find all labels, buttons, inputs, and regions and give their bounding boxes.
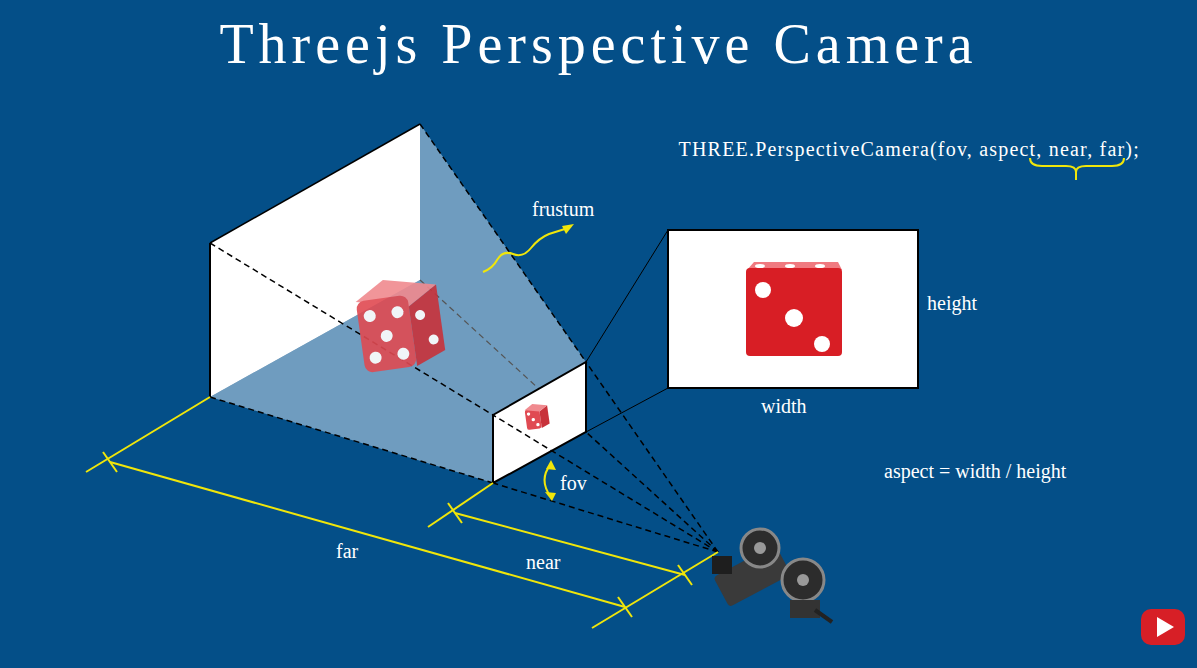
far-edge <box>210 124 420 243</box>
frustum-edge <box>210 243 493 415</box>
frustum-label: frustum <box>532 198 594 221</box>
dice-far <box>353 273 447 374</box>
dice-near <box>524 402 550 430</box>
near-plane <box>493 362 586 483</box>
dice-preview <box>746 262 842 356</box>
movie-camera <box>712 529 832 622</box>
video-logo <box>1141 609 1185 645</box>
height-label: height <box>927 292 977 315</box>
aspect-formula: aspect = width / height <box>884 460 1066 483</box>
width-label: width <box>761 395 807 418</box>
fov-label: fov <box>560 472 587 495</box>
far-plane <box>210 124 420 397</box>
far-edge <box>209 243 211 397</box>
camera-rays <box>493 362 718 552</box>
projection-line <box>586 230 668 362</box>
page-title: Threejs Perspective Camera <box>0 12 1197 76</box>
frustum-volume <box>210 124 586 483</box>
preview-screen <box>668 230 918 388</box>
projection-line <box>586 388 668 432</box>
dimension-lines <box>86 158 1124 628</box>
far-label: far <box>336 540 358 563</box>
code-signature: THREE.PerspectiveCamera(fov, aspect, nea… <box>679 138 1140 161</box>
near-label: near <box>526 551 560 574</box>
arrow-heads <box>545 224 574 501</box>
frustum-edge <box>420 124 586 362</box>
frustum-edge <box>210 397 493 483</box>
